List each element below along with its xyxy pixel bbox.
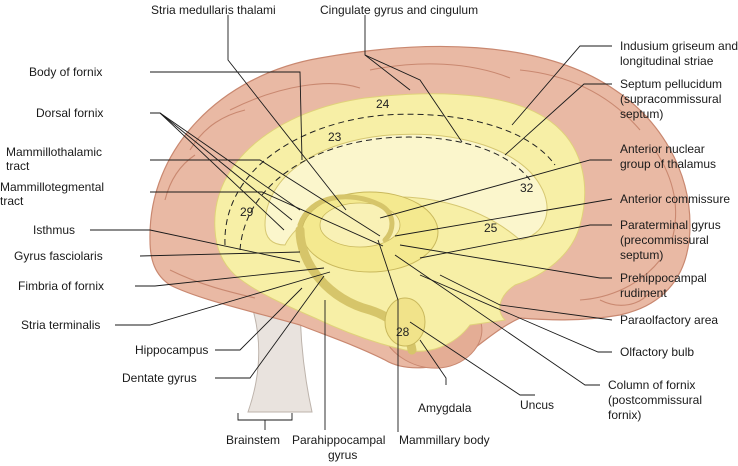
- label-column-of-fornix: Column of fornix: [608, 378, 695, 392]
- label-paraterminal: Paraterminal gyrus: [620, 218, 721, 232]
- label-olfactory-bulb: Olfactory bulb: [620, 345, 694, 359]
- label-septum-pellucidum: Septum pellucidum: [620, 77, 722, 91]
- label-amygdala: Amygdala: [418, 401, 472, 415]
- label-mammillotegmental: Mammillotegmental: [0, 180, 104, 194]
- label-parahippocampal: Parahippocampal: [292, 433, 385, 447]
- label-septum-pellucidum-3: septum): [620, 107, 663, 121]
- label-dorsal-fornix: Dorsal fornix: [36, 106, 103, 120]
- label-stria-medullaris: Stria medullaris thalami: [151, 3, 276, 17]
- label-hippocampus: Hippocampus: [135, 343, 208, 357]
- area-number-24: 24: [376, 97, 390, 111]
- label-mammillotegmental-2: tract: [0, 194, 24, 208]
- label-uncus: Uncus: [520, 398, 554, 412]
- label-paraterminal-3: septum): [620, 248, 663, 262]
- label-prehippocampal-2: rudiment: [620, 286, 667, 300]
- label-paraterminal-2: (precommissural: [620, 233, 709, 247]
- label-column-of-fornix-2: (postcommissural: [608, 393, 702, 407]
- label-indusium: Indusium griseum and: [620, 39, 738, 53]
- brainstem-shape: [247, 299, 313, 413]
- label-prehippocampal: Prehippocampal: [620, 271, 707, 285]
- label-gyrus-fasciolaris: Gyrus fasciolaris: [14, 249, 103, 263]
- label-mammillothalamic-2: tract: [6, 159, 30, 173]
- label-paraolfactory: Paraolfactory area: [620, 313, 718, 327]
- label-mammillary: Mammillary body: [399, 433, 490, 447]
- label-brainstem: Brainstem: [226, 433, 280, 447]
- label-cingulate: Cingulate gyrus and cingulum: [320, 3, 478, 17]
- area-number-29: 29: [240, 205, 254, 219]
- label-septum-pellucidum-2: (supracommissural: [620, 92, 721, 106]
- area-number-28: 28: [396, 325, 410, 339]
- leader-lines: [90, 15, 613, 432]
- area-number-23: 23: [328, 130, 342, 144]
- cingulum-dashes: [224, 113, 556, 251]
- label-parahippocampal-2: gyrus: [328, 448, 357, 462]
- label-body-of-fornix: Body of fornix: [29, 65, 102, 79]
- label-anterior-commissure: Anterior commissure: [620, 192, 730, 206]
- label-anterior-nuclear-2: group of thalamus: [620, 157, 716, 171]
- area-number-25: 25: [484, 221, 498, 235]
- label-dentate: Dentate gyrus: [122, 371, 197, 385]
- label-fimbria: Fimbria of fornix: [18, 279, 104, 293]
- amygdala-shape: [384, 297, 426, 347]
- label-column-of-fornix-3: fornix): [608, 408, 641, 422]
- label-mammillothalamic: Mammillothalamic: [6, 145, 102, 159]
- area-number-32: 32: [520, 181, 534, 195]
- gyral-lines: [164, 63, 677, 306]
- label-isthmus: Isthmus: [33, 223, 75, 237]
- label-stria-terminalis: Stria terminalis: [21, 318, 100, 332]
- label-anterior-nuclear: Anterior nuclear: [620, 142, 705, 156]
- fornix-arc: [297, 194, 395, 243]
- label-indusium-2: longitudinal striae: [620, 54, 714, 68]
